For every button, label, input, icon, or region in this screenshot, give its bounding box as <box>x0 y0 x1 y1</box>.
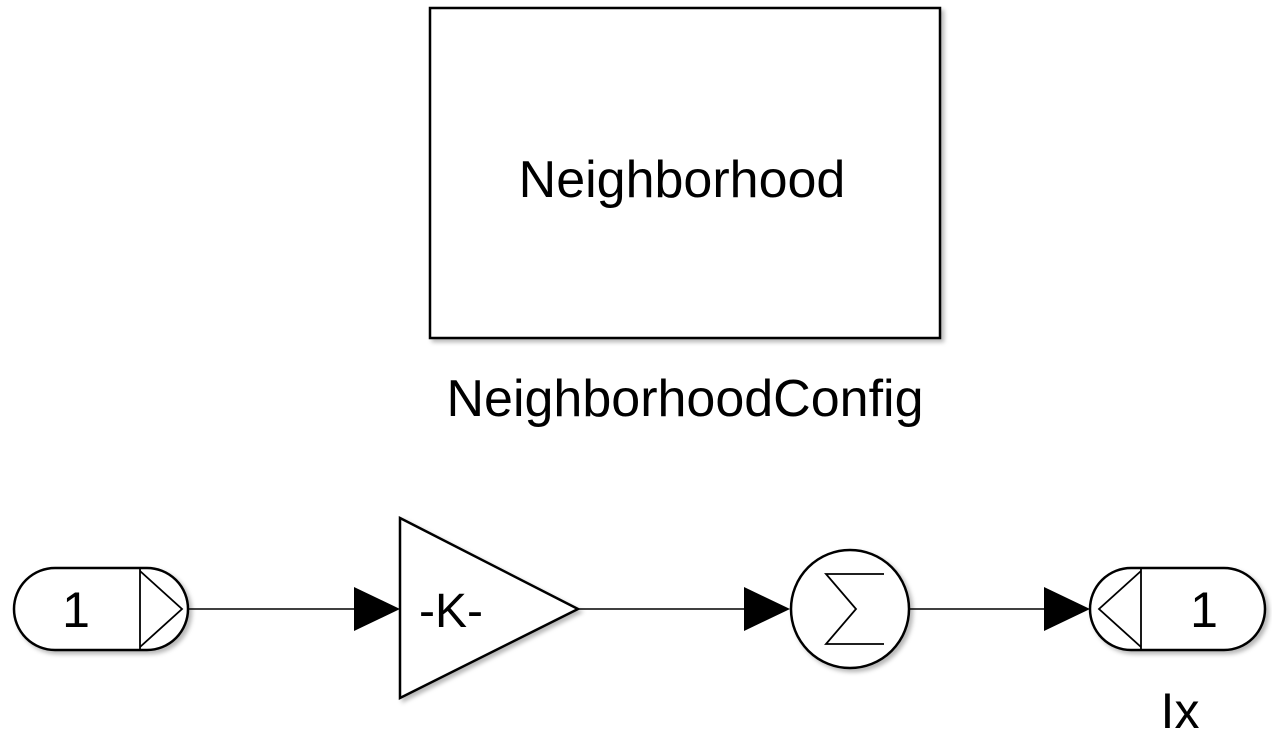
signal-arrowhead-icon <box>1044 587 1090 631</box>
inport-number: 1 <box>62 582 90 638</box>
gain-value-label: -K- <box>419 585 483 638</box>
signal-line-sum-to-outport[interactable] <box>909 587 1090 631</box>
sum-block[interactable] <box>789 548 911 670</box>
gain-block[interactable]: -K- <box>398 515 581 701</box>
outport-name-label: Ix <box>1161 683 1200 732</box>
outport-port-chevron-icon <box>1097 570 1142 648</box>
inport-port-chevron-icon <box>139 570 184 648</box>
signal-arrowhead-icon <box>744 587 790 631</box>
sigma-icon <box>824 573 884 645</box>
subsystem-block-text: Neighborhood <box>519 151 846 209</box>
outport-number: 1 <box>1190 582 1218 638</box>
inport-block[interactable]: 1 <box>12 566 190 652</box>
neighborhood-config-subsystem[interactable]: Neighborhood <box>428 6 942 340</box>
subsystem-name-label: NeighborhoodConfig <box>446 370 923 428</box>
outport-block[interactable]: 1 <box>1088 566 1267 652</box>
signal-line-gain-to-sum[interactable] <box>578 587 790 631</box>
signal-arrowhead-icon <box>354 587 400 631</box>
signal-line-inport-to-gain[interactable] <box>189 587 400 631</box>
